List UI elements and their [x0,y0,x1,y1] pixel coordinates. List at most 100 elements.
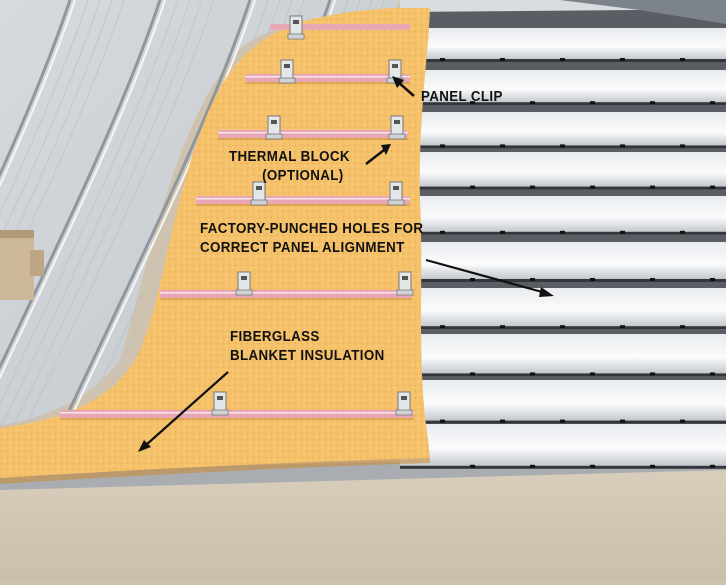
punched-hole [620,419,625,423]
thermal-block-arrow [365,144,391,165]
insulation-blanket [0,8,430,478]
panel-clip [396,271,414,296]
panel-strip [400,334,726,377]
callout-arrows [138,76,554,452]
punched-hole [500,230,505,234]
roof-seam [0,0,162,371]
punched-hole [530,101,535,105]
punched-hole [530,185,535,189]
factory-holes-text-2: CORRECT PANEL ALIGNMENT [200,240,405,256]
thermal-block-text: THERMAL BLOCK [229,149,350,165]
punched-hole [710,278,715,281]
punched-hole [440,325,445,329]
punched-hole [530,372,535,376]
fiberglass-text-1: FIBERGLASS [230,329,320,345]
insulation-edge-shadow [0,458,430,484]
punched-hole [620,58,625,61]
punched-hole [680,419,685,423]
punched-hole [620,144,625,148]
punched-hole [590,278,595,281]
thermal-block-strip [60,410,414,418]
thermal-block-optional-text: (OPTIONAL) [262,168,344,184]
punched-hole [470,372,475,376]
panel-strip [400,424,726,469]
panel-strip [400,112,726,149]
panel-strip [400,196,726,235]
punched-hole [650,101,655,105]
punched-hole [650,185,655,189]
fiberglass-arrow [138,371,229,452]
panel-clips [211,15,414,416]
punched-hole [620,230,625,234]
panel-clip [388,115,406,140]
panel-strip [400,242,726,282]
thermal-block-strip [196,196,410,204]
punched-hole [650,278,655,281]
thermal-block-label: THERMAL BLOCK (OPTIONAL) [229,148,350,186]
punched-hole [500,325,505,329]
punched-hole [680,230,685,234]
roof-seam [0,0,72,178]
thermal-block-strip [218,130,408,138]
punched-hole [680,144,685,148]
panel-clip-label: PANEL CLIP [421,88,503,107]
panel-clip-text: PANEL CLIP [421,89,503,105]
punched-hole [560,419,565,423]
punched-hole [680,58,685,61]
punched-hole [560,230,565,234]
panel-clip [211,391,229,416]
punched-hole [560,58,565,61]
punched-hole [530,278,535,281]
fiberglass-text-2: BLANKET INSULATION [230,348,385,364]
panel-strip [400,152,726,190]
punched-hole [560,144,565,148]
panel-clip [250,181,268,206]
punched-hole [650,372,655,376]
panel-clip [395,391,413,416]
panel-clip [387,181,405,206]
punched-hole [620,325,625,329]
panel-strip [400,28,726,62]
punched-hole [710,101,715,105]
panel-clip [235,271,253,296]
factory-holes-label: FACTORY-PUNCHED HOLES FOR CORRECT PANEL … [200,220,423,258]
punched-hole [530,464,535,468]
thermal-blocks [60,24,414,420]
panel-clip [287,15,305,40]
factory-holes-arrow [425,258,554,297]
punched-hole [470,185,475,189]
punched-hole [500,58,505,61]
panel-clip-arrow [392,76,415,97]
punched-hole [470,464,475,468]
punched-hole [590,372,595,376]
punched-hole [500,419,505,423]
roof-seam [58,0,252,431]
thermal-block-strip [245,74,410,82]
punched-hole [470,278,475,281]
punched-hole [710,464,715,468]
punched-hole [440,144,445,148]
panel-strip [400,70,726,106]
punched-hole [650,464,655,468]
punched-hole [590,101,595,105]
punched-hole [590,185,595,189]
thermal-block-strip [160,290,412,298]
punched-hole [500,144,505,148]
panel-clip [278,59,296,84]
punched-hole [590,464,595,468]
punched-hole [710,185,715,189]
punched-hole [440,58,445,61]
punched-hole [470,101,475,105]
punched-hole [440,230,445,234]
punched-hole [440,419,445,423]
panel-clip [265,115,283,140]
punched-hole [560,325,565,329]
punched-hole [680,325,685,329]
panel-strip [400,380,726,424]
roof-vent [0,230,44,300]
exposed-panel-strips [400,0,726,469]
punched-hole [710,372,715,376]
factory-holes-text-1: FACTORY-PUNCHED HOLES FOR [200,221,424,237]
